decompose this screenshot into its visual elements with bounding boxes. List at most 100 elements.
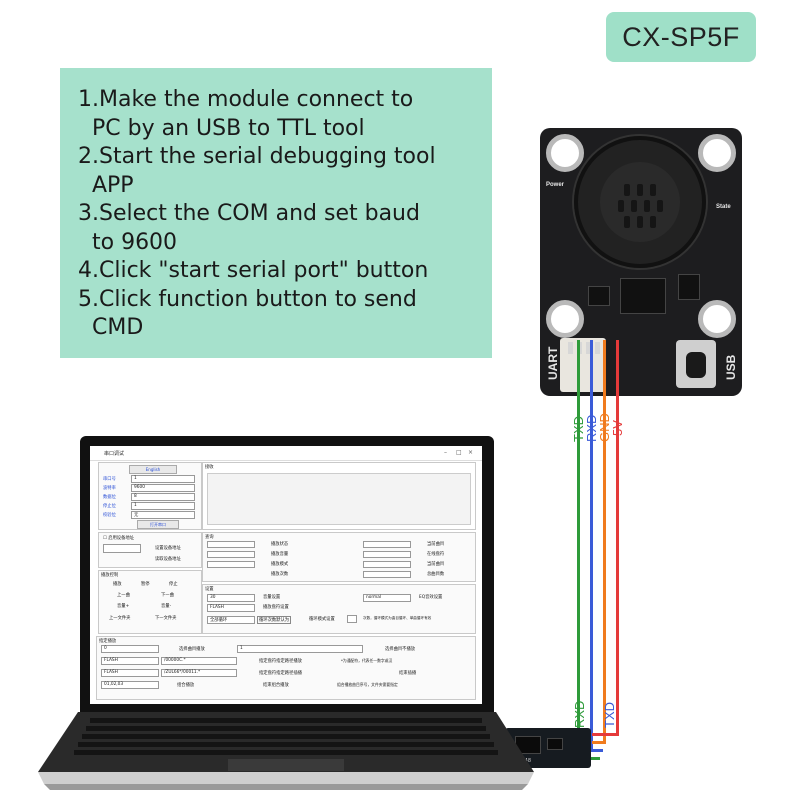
config-title: 设置 (205, 587, 214, 592)
instruction-line: APP (78, 172, 134, 198)
databits-label: 数据位 (103, 495, 116, 500)
query-play-state-button[interactable]: 播放状态 (271, 542, 289, 547)
serial-settings-group: English 串口号 1 波特率 9600 数据位 8 停止位 1 校验位 无… (98, 462, 202, 530)
maximize-icon[interactable]: □ (456, 449, 462, 456)
instruction-line: 4.Click "start serial port" button (78, 258, 429, 283)
volume-up-button[interactable]: 音量+ (117, 604, 130, 609)
query-play-count-button[interactable]: 播放次数 (271, 572, 289, 577)
query-current-track-button-2[interactable]: 当前曲目 (427, 562, 445, 567)
path-play-button[interactable]: 指定盘符指定路径播放 (259, 659, 302, 664)
speaker-grille (600, 162, 680, 242)
disk-select[interactable]: FLASH (207, 604, 255, 612)
volume-input[interactable]: 30 (207, 594, 255, 602)
receive-area[interactable]: 接收 (202, 462, 476, 530)
query-output (363, 561, 411, 568)
path-insert-button[interactable]: 指定盘符指定路径插播 (259, 671, 302, 676)
stopbits-select[interactable]: 1 (131, 502, 195, 510)
enable-address-checkbox[interactable]: ☐ 启用设备地址 (103, 536, 134, 541)
query-output (207, 551, 255, 558)
config-group: 设置 30 音量设置 normal EQ音效设置 FLASH 播放盘符设置 全部… (202, 584, 476, 634)
power-label: Power (546, 182, 565, 188)
loop-count-field[interactable]: 循环次数默认为 (257, 616, 292, 624)
close-icon[interactable]: × (468, 449, 474, 456)
uart-label: UART (546, 346, 560, 380)
usb-ttl-adapter: CX-348 (505, 728, 591, 768)
port-label: 串口号 (103, 477, 116, 482)
prev-folder-button[interactable]: 上一文件夹 (109, 616, 131, 621)
instruction-line: to 9600 (78, 229, 178, 255)
end-combo-button[interactable]: 结束组合播放 (263, 683, 289, 688)
select-track-no-play-button[interactable]: 选择曲目不播放 (385, 647, 416, 652)
query-play-mode-button[interactable]: 播放模式 (271, 562, 289, 567)
query-current-track-button[interactable]: 当前曲目 (427, 542, 445, 547)
serial-tool-window: 串口调试 – □ × English 串口号 1 波特率 9600 数据位 8 … (90, 446, 482, 704)
pause-button[interactable]: 暂停 (141, 582, 150, 587)
query-output (207, 541, 255, 548)
loop-note: 次数，循环模式为曲目循环、单曲循环有效 (363, 616, 432, 620)
set-address-button[interactable]: 设置设备地址 (155, 546, 181, 551)
insert-path-input[interactable]: /ZUL66*/00011.* (161, 669, 237, 677)
select-track-play-button[interactable]: 选择曲目播放 (179, 647, 205, 652)
stopbits-label: 停止位 (103, 504, 116, 509)
query-online-disk-button[interactable]: 在线盘符 (427, 552, 445, 557)
track-number-input[interactable]: 0 (101, 645, 159, 653)
query-total-tracks-button[interactable]: 总曲目数 (427, 572, 445, 577)
state-label: State (716, 204, 731, 210)
instruction-line: PC by an USB to TTL tool (78, 115, 365, 141)
play-button[interactable]: 播放 (113, 582, 122, 587)
insert-disk-select[interactable]: FLASH (101, 669, 159, 677)
instruction-line: CMD (78, 315, 144, 340)
wildcard-note: *为通配符，代表任一数字或汉 (341, 658, 393, 663)
usb-label: USB (724, 354, 738, 380)
query-volume-button[interactable]: 播放音量 (271, 552, 289, 557)
parity-select[interactable]: 无 (131, 511, 195, 519)
window-title: 串口调试 (104, 451, 125, 457)
eq-select[interactable]: normal (363, 594, 411, 602)
databits-select[interactable]: 8 (131, 493, 195, 501)
combo-input[interactable]: 01,02,03 (101, 681, 159, 689)
loop-mode-button[interactable]: 循环模式设置 (309, 617, 335, 622)
device-address-input[interactable] (103, 544, 141, 553)
gnd-wire (603, 340, 606, 744)
eq-set-button[interactable]: EQ音效设置 (419, 595, 443, 600)
small-chip (678, 274, 700, 300)
read-address-button[interactable]: 读取设备地址 (155, 557, 181, 562)
query-title: 查询 (205, 535, 214, 540)
disk-set-button[interactable]: 播放盘符设置 (263, 605, 289, 610)
rxd-wire (590, 340, 593, 752)
audio-module-board: Power State UART USB (540, 128, 742, 396)
mounting-hole (546, 134, 584, 172)
mounting-hole (698, 134, 736, 172)
query-output (363, 541, 411, 548)
end-insert-button[interactable]: 结束插播 (399, 671, 417, 676)
baud-label: 波特率 (103, 486, 116, 491)
mounting-hole (546, 300, 584, 338)
instruction-line: 3.Select the COM and set baud (78, 201, 420, 226)
stop-button[interactable]: 停止 (169, 582, 178, 587)
previous-button[interactable]: 上一曲 (117, 593, 130, 598)
query-group: 查询 播放状态 当前曲目 播放音量 在线盘符 播放模式 当前曲目 播放次数 总曲… (202, 532, 476, 582)
loop-count-input[interactable] (347, 615, 357, 623)
minimize-icon[interactable]: – (444, 449, 447, 456)
playback-control-group: 播放控制 播放 暂停 停止 上一曲 下一曲 音量+ 音量- 上一文件夹 下一文件… (98, 570, 202, 634)
baud-select[interactable]: 9600 (131, 484, 195, 492)
path-disk-select[interactable]: FLASH (101, 657, 159, 665)
open-port-button[interactable]: 打开串口 (137, 520, 179, 529)
txd-wire (577, 340, 580, 760)
volume-set-button[interactable]: 音量设置 (263, 595, 281, 600)
laptop-keyboard-base (38, 712, 534, 790)
combo-note: 组合播放曲目序号，文件夹需要指定 (337, 682, 398, 687)
track-number-input-2[interactable]: 1 (237, 645, 363, 653)
loop-mode-select[interactable]: 全部循环 (207, 616, 255, 624)
path-input[interactable]: /00000C.* (161, 657, 237, 665)
next-folder-button[interactable]: 下一文件夹 (155, 616, 177, 621)
txd-bottom-label: TXD (602, 702, 617, 728)
next-button[interactable]: 下一曲 (161, 593, 174, 598)
5v-wire (616, 340, 619, 736)
volume-down-button[interactable]: 音量- (161, 604, 172, 609)
combo-play-button[interactable]: 组合播放 (177, 683, 195, 688)
port-select[interactable]: 1 (131, 475, 195, 483)
instruction-line: 1.Make the module connect to (78, 87, 414, 112)
instruction-line: 5.Click function button to send (78, 286, 417, 312)
language-button[interactable]: English (129, 465, 177, 474)
